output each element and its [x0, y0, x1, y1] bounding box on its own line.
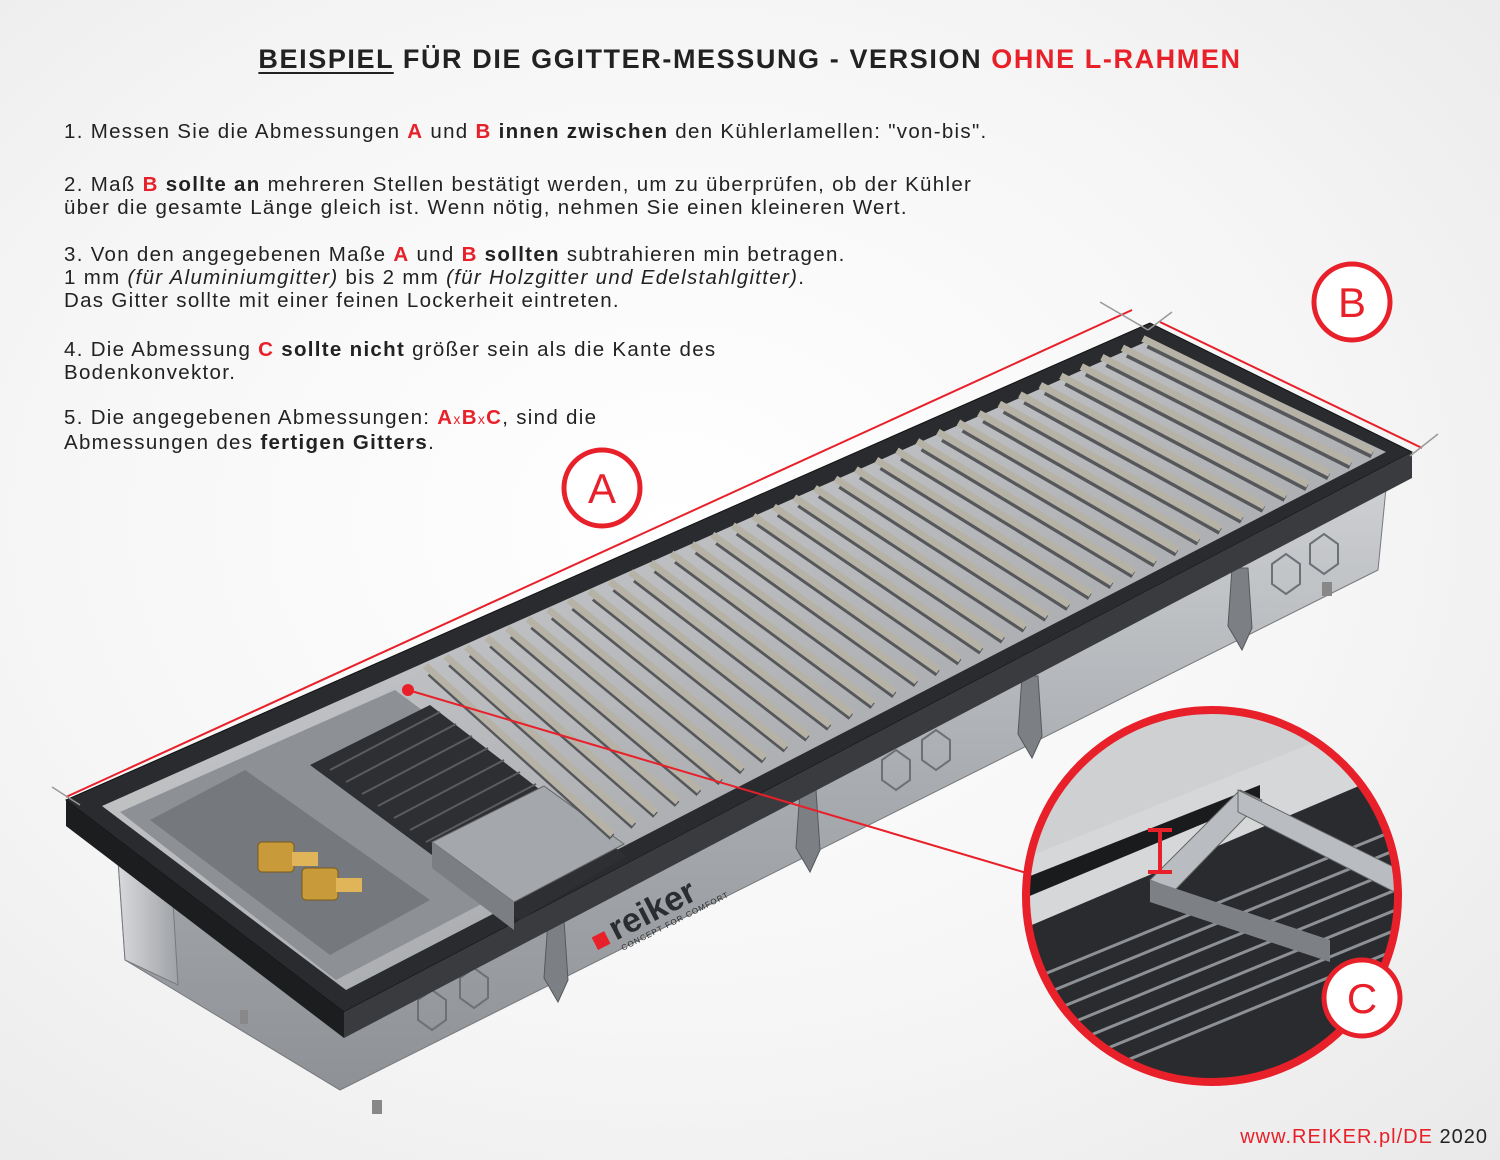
grille-bar [1141, 335, 1375, 455]
grille-bar [1079, 363, 1310, 488]
adjusting-brackets [543, 567, 1253, 1004]
step-1: 1. Messen Sie die Abmessungen A und B in… [64, 120, 988, 143]
grille-bar [607, 578, 811, 739]
title-part-version: OHNE L-RAHMEN [991, 44, 1242, 74]
grille-bar [833, 475, 1050, 619]
grille-bar [771, 503, 985, 652]
footer-year: 2020 [1439, 1126, 1488, 1148]
grille-bar [1120, 344, 1353, 466]
grille-bar [997, 400, 1223, 532]
step-5: 5. Die angegebenen Abmessungen: AxBxC, s… [64, 406, 598, 454]
dimension-a-line [51, 301, 1149, 806]
label-b-inline: B [475, 120, 492, 143]
grille-bar [648, 560, 854, 717]
zoom-leader-line [407, 689, 1031, 875]
grille-bars [423, 335, 1375, 840]
grille-bar [1018, 391, 1245, 521]
grille-bar [689, 541, 898, 696]
grille-bar-shadow [1105, 360, 1331, 480]
grille-bar [628, 569, 833, 728]
grille-bar [505, 625, 702, 794]
step-2: 2. Maß B sollte an mehreren Stellen best… [64, 173, 973, 219]
grille-bar [895, 447, 1115, 586]
callout-c-label: C [1347, 975, 1377, 1022]
dimension-b-line [1147, 311, 1439, 457]
zoom-circle-border [1022, 706, 1402, 1086]
grille-bar [669, 550, 876, 706]
step-4: 4. Die Abmessung C sollte nicht größer s… [64, 338, 717, 384]
zoom-origin-dot [402, 684, 414, 696]
footer-url[interactable]: www.REIKER.pl/DE [1240, 1126, 1433, 1148]
brass-fittings [257, 841, 362, 901]
callout-b-label: B [1338, 279, 1366, 326]
grille-bar [546, 606, 746, 772]
grille-bar [751, 513, 963, 663]
zoom-detail [1026, 710, 1398, 1082]
grille-bar [525, 616, 724, 783]
grille-bar-shadow [1084, 370, 1309, 491]
grille-bar [956, 419, 1180, 554]
step-3: 3. Von den angegebenen Maße A und B soll… [64, 243, 846, 312]
callout-a-circle [561, 447, 643, 529]
grille-bar [730, 522, 941, 674]
grille-bar [1100, 354, 1332, 477]
callout-a-label: A [588, 465, 616, 512]
callout-c-circle [1321, 957, 1403, 1039]
grille-bar [443, 653, 637, 827]
grille-bar [874, 457, 1093, 597]
label-a-inline: A [407, 120, 424, 143]
grille-bar [464, 644, 659, 816]
callout-b-circle [1311, 261, 1393, 343]
grille-bar [936, 428, 1158, 564]
grille-bar [423, 663, 615, 837]
grille-bar [1038, 382, 1267, 510]
grille-bar [915, 438, 1136, 575]
grille-bar [587, 588, 789, 750]
grille-bar [710, 531, 919, 685]
title-part-beispiel: BEISPIEL [258, 44, 394, 74]
grille-bar [566, 597, 767, 761]
grille-bar [792, 494, 1006, 641]
grille-bar-shadow [1146, 341, 1374, 459]
grille-bar [1059, 372, 1288, 499]
title-part-main: FÜR DIE GGITTER-MESSUNG - VERSION [393, 44, 992, 74]
grille-bar-shadow [1125, 351, 1352, 470]
grille-bar [853, 466, 1071, 608]
grille-bar [484, 634, 681, 805]
footer: www.REIKER.pl/DE 2020 [1240, 1126, 1488, 1149]
grille-bar [812, 485, 1028, 630]
page-title: BEISPIEL FÜR DIE GGITTER-MESSUNG - VERSI… [0, 44, 1500, 75]
grille-bar [977, 410, 1202, 543]
